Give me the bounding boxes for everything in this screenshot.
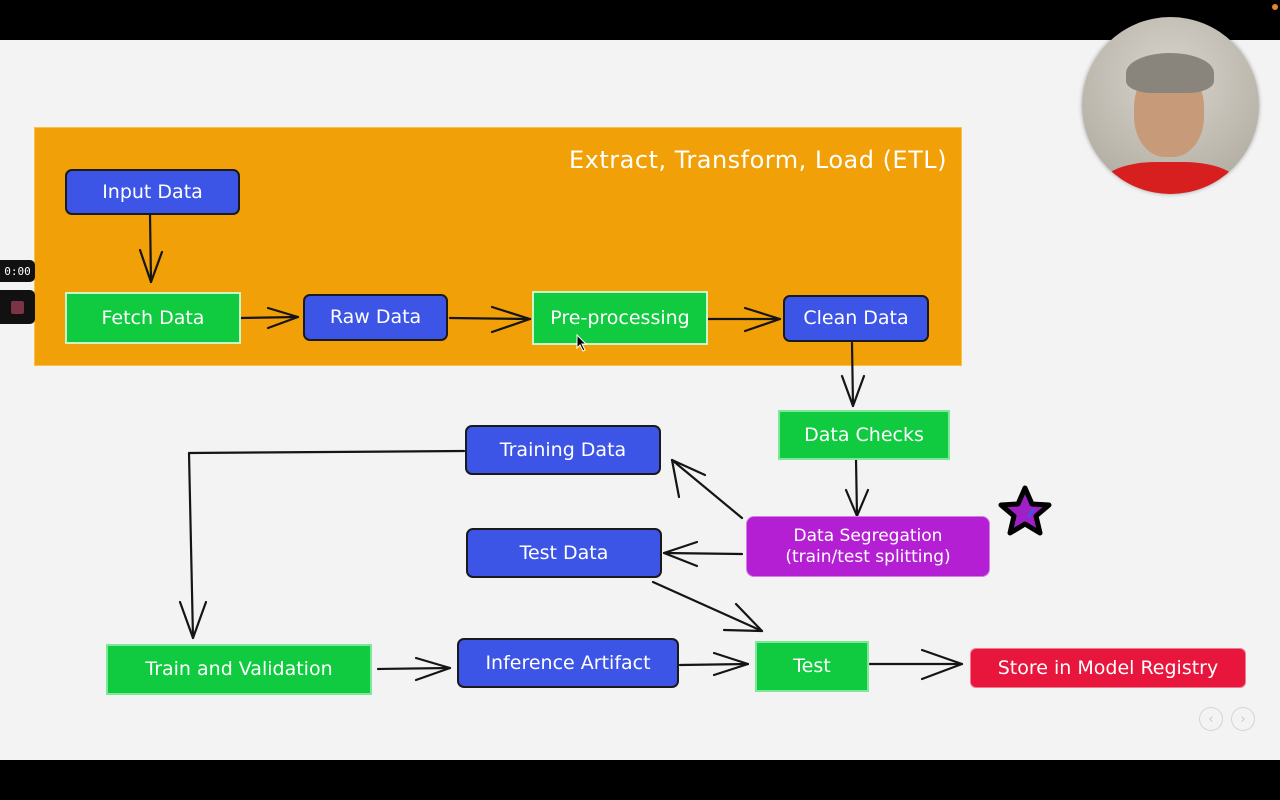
node-train-and-validation[interactable]: Train and Validation: [106, 644, 372, 695]
prev-slide-button[interactable]: ‹: [1199, 707, 1223, 731]
node-label-line1: Data Segregation: [793, 526, 943, 547]
webcam-hair: [1126, 53, 1214, 93]
node-fetch-data[interactable]: Fetch Data: [65, 292, 241, 344]
node-label: Input Data: [102, 180, 203, 203]
node-raw-data[interactable]: Raw Data: [303, 294, 448, 341]
node-label: Store in Model Registry: [997, 656, 1219, 679]
edge-testdata-to-test: [651, 580, 764, 633]
node-test-data[interactable]: Test Data: [466, 528, 662, 578]
edge-test-to-registry: [868, 648, 964, 681]
node-label: Test: [793, 655, 831, 678]
stop-square-icon: [11, 300, 24, 314]
edge-training-to-trainvalidation: [178, 449, 466, 640]
node-label: Data Checks: [804, 423, 924, 446]
stop-recording-button[interactable]: [0, 290, 35, 324]
edge-trainvalidation-to-inference: [376, 656, 452, 682]
node-data-checks[interactable]: Data Checks: [778, 410, 950, 460]
bottom-bar: [0, 760, 1280, 800]
etl-group-title: Extract, Transform, Load (ETL): [569, 146, 947, 174]
node-label: Inference Artifact: [485, 651, 651, 674]
node-label: Pre-processing: [550, 306, 690, 329]
chevron-left-icon: ‹: [1208, 711, 1214, 727]
top-bar: [0, 0, 1280, 40]
node-clean-data[interactable]: Clean Data: [783, 295, 929, 342]
node-label: Fetch Data: [101, 306, 205, 329]
presenter-webcam[interactable]: [1082, 17, 1259, 194]
node-training-data[interactable]: Training Data: [465, 425, 661, 475]
node-input-data[interactable]: Input Data: [65, 169, 240, 215]
node-store-in-model-registry[interactable]: Store in Model Registry: [970, 648, 1246, 688]
edge-segregation-to-training: [670, 458, 744, 520]
next-slide-button[interactable]: ›: [1231, 707, 1255, 731]
node-test[interactable]: Test: [755, 641, 869, 692]
chevron-right-icon: ›: [1240, 711, 1246, 727]
node-label-line2: (train/test splitting): [785, 546, 951, 567]
mouse-cursor-icon: [576, 334, 588, 352]
edge-segregation-to-testdata: [662, 540, 744, 568]
node-data-segregation[interactable]: Data Segregation (train/test splitting): [746, 516, 990, 577]
edge-inference-to-test: [678, 651, 750, 677]
node-label: Training Data: [499, 438, 627, 461]
edge-datachecks-to-segregation: [844, 457, 870, 518]
node-pre-processing[interactable]: Pre-processing: [532, 291, 708, 345]
webcam-shirt: [1100, 162, 1240, 194]
node-label: Raw Data: [329, 306, 422, 329]
recording-timer: 0:00: [0, 260, 35, 282]
recording-indicator-dot: [1272, 4, 1278, 10]
node-label: Clean Data: [803, 307, 909, 330]
node-label: Test Data: [519, 541, 609, 564]
star-icon: [998, 485, 1052, 536]
node-label: Train and Validation: [145, 658, 333, 681]
node-inference-artifact[interactable]: Inference Artifact: [457, 638, 679, 688]
